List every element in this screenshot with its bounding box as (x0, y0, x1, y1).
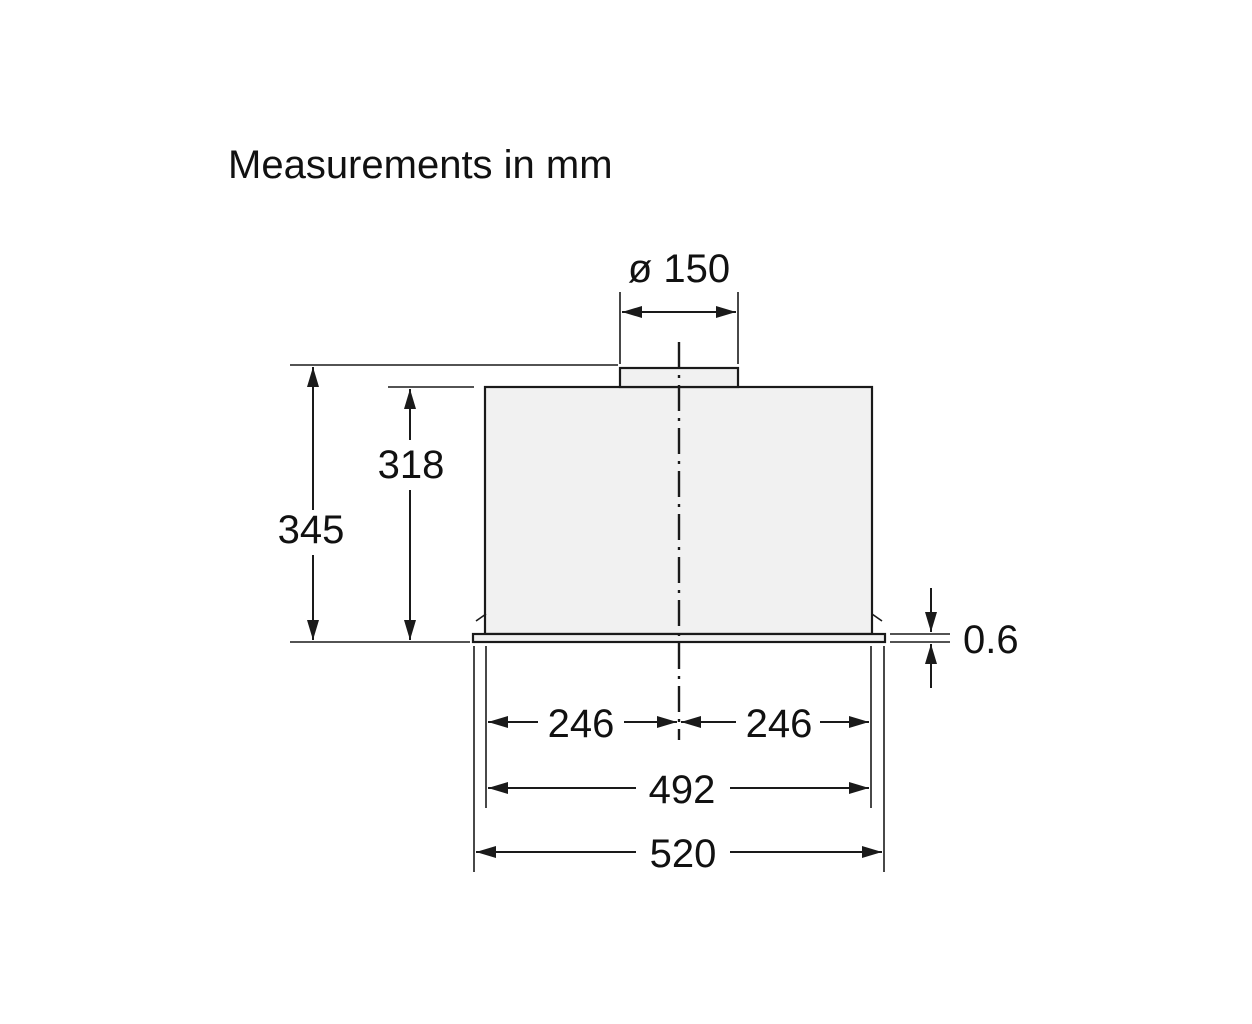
duct-diameter-label: ø 150 (628, 247, 730, 291)
duct-diameter-dimension: ø 150 (619, 247, 739, 364)
body-height-dimension: 318 (378, 386, 474, 640)
body-height-label: 318 (378, 443, 445, 487)
half-width-left-label: 246 (548, 702, 615, 746)
frame-width-label: 520 (650, 832, 717, 876)
frame-thickness-label: 0.6 (963, 618, 1019, 662)
frame-width-dimension: 520 (476, 832, 882, 876)
total-height-label: 345 (278, 508, 345, 552)
half-width-dimension: 246 246 (488, 702, 869, 746)
body-width-label: 492 (649, 768, 716, 812)
frame-edge-left (475, 613, 487, 622)
hood-body (483, 385, 874, 636)
total-height-dimension: 345 (278, 364, 618, 643)
frame-thickness-dimension: 0.6 (890, 588, 1019, 688)
page-title: Measurements in mm (228, 143, 613, 187)
width-extensions (473, 646, 885, 872)
body-width-dimension: 492 (488, 768, 869, 812)
half-width-right-label: 246 (746, 702, 813, 746)
frame-edge-right (871, 613, 883, 622)
